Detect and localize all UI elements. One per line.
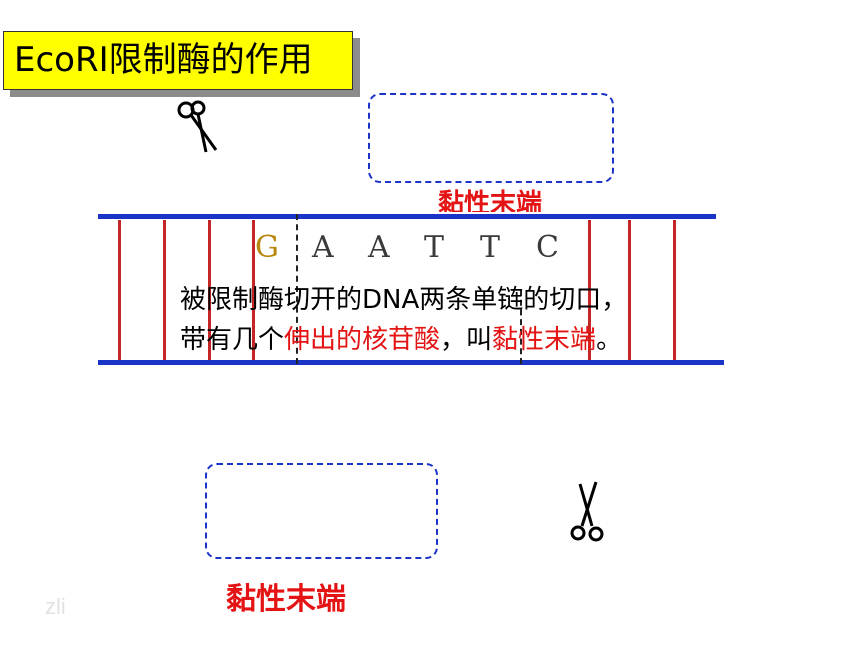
sticky-end-term: 黏性末端 [492, 325, 597, 355]
sticky-end-box-top [368, 93, 614, 183]
scissors-icon-bottom [570, 481, 604, 542]
explanation-line-1: 被限制酶切开的DNA两条单链的切口， [180, 285, 628, 315]
sticky-end-label-bottom: 黏性末端 [226, 582, 346, 617]
dna-base: G [255, 230, 279, 265]
explanation-text-part: ，叫 [440, 325, 493, 355]
sticky-end-box-bottom [205, 463, 438, 559]
cut-line-right [520, 290, 522, 364]
dna-rung [588, 220, 591, 360]
dna-bottom-strand [98, 360, 724, 365]
dna-base: A [368, 230, 390, 265]
dna-rung [252, 220, 255, 360]
explanation-line-2: 带有几个伸出的核苷酸，叫黏性末端。 [180, 320, 627, 360]
explanation-text: 被限制酶切开的DNA两条单链的切口， 带有几个伸出的核苷酸，叫黏性末端。 [180, 280, 627, 360]
scissors-icon-top [177, 100, 218, 153]
dna-rung [163, 220, 166, 360]
dna-base: T [424, 230, 445, 265]
dna-rung [208, 220, 211, 360]
title-banner: EcoRI限制酶的作用 [3, 31, 353, 90]
explanation-text-part: 带有几个 [180, 325, 285, 355]
watermark: zli [45, 594, 66, 619]
dna-base: C [536, 230, 559, 265]
page-title: EcoRI限制酶的作用 [14, 40, 313, 80]
dna-base: A [312, 230, 334, 265]
dna-diagram [98, 212, 718, 368]
dna-rung [673, 220, 676, 360]
dna-top-strand [98, 214, 716, 219]
explanation-text-part: 。 [596, 325, 623, 355]
cut-line-left [296, 214, 298, 364]
protruding-nucleotides-text: 伸出的核苷酸 [284, 325, 441, 355]
dna-rung [118, 220, 121, 360]
dna-base: T [480, 230, 501, 265]
dna-rung [628, 220, 631, 360]
